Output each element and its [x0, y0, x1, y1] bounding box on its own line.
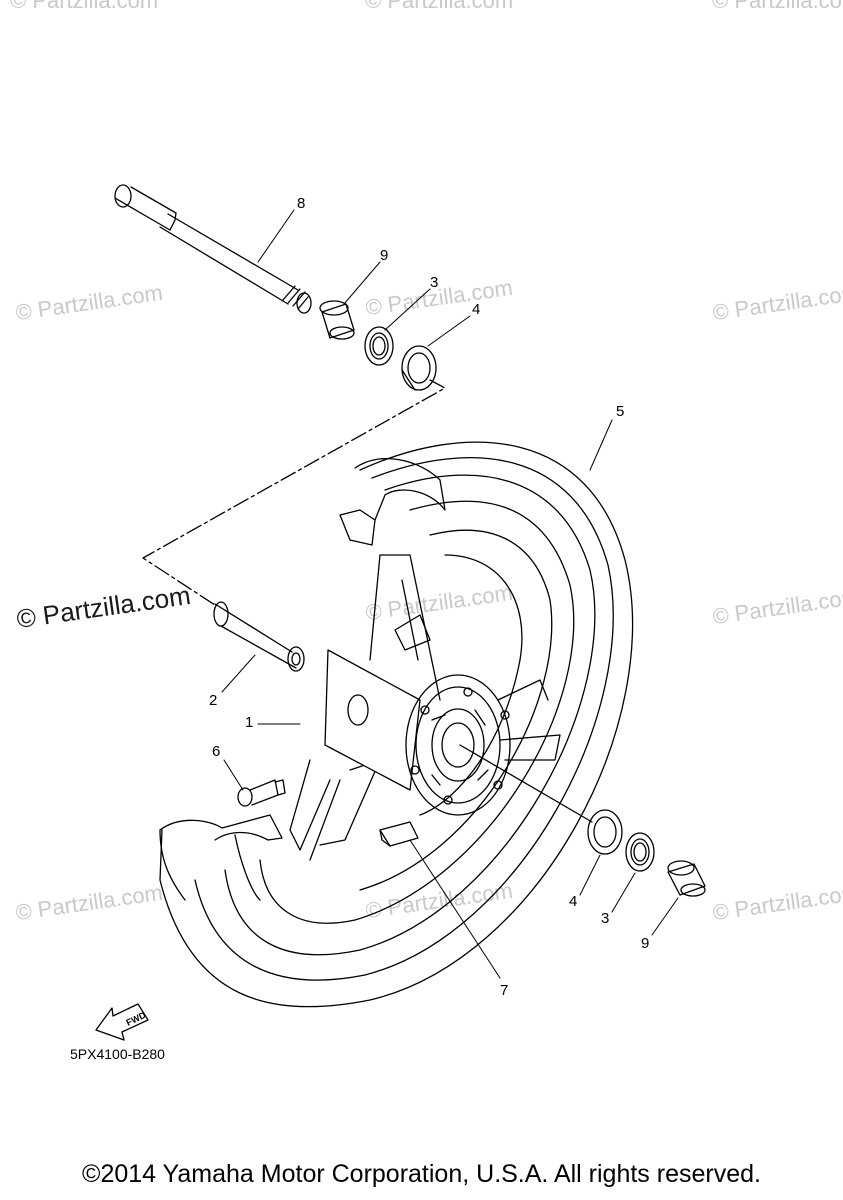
watermark: © Partzilla.com: [365, 0, 514, 13]
callout-3: 3: [430, 274, 439, 291]
collar-part: [319, 300, 355, 340]
axle-part: [114, 184, 312, 314]
callout-4: 4: [569, 893, 578, 910]
copyright-notice: ©2014 Yamaha Motor Corporation, U.S.A. A…: [82, 1160, 761, 1188]
spacer-part: [213, 601, 305, 672]
callout-2: 2: [209, 692, 218, 709]
callout-4: 4: [472, 301, 481, 318]
callout-5: 5: [616, 403, 625, 420]
balance-weight-part: [379, 821, 419, 847]
valve-part: [237, 779, 286, 807]
callout-6: 6: [212, 743, 221, 760]
oil-seal-part: [625, 832, 655, 872]
fwd-arrow-icon: [95, 1003, 149, 1041]
callout-8: 8: [297, 195, 306, 212]
watermark: © Partzilla.com: [712, 0, 843, 13]
callout-7: 7: [500, 982, 509, 999]
callout-1: 1: [245, 714, 254, 731]
leader-lines: [221, 209, 679, 979]
watermark: © Partzilla.com: [10, 0, 159, 13]
collar-part: [667, 860, 706, 897]
oil-seal-part: [364, 326, 394, 366]
bearing-part: [587, 809, 623, 855]
wheel-rim: [159, 441, 634, 1008]
wheel-hub: [324, 649, 511, 816]
callout-9: 9: [641, 935, 650, 952]
callout-3: 3: [601, 910, 610, 927]
bearing-part: [401, 345, 437, 391]
callout-9: 9: [380, 247, 389, 264]
diagram-code: 5PX4100-B280: [70, 1046, 165, 1062]
